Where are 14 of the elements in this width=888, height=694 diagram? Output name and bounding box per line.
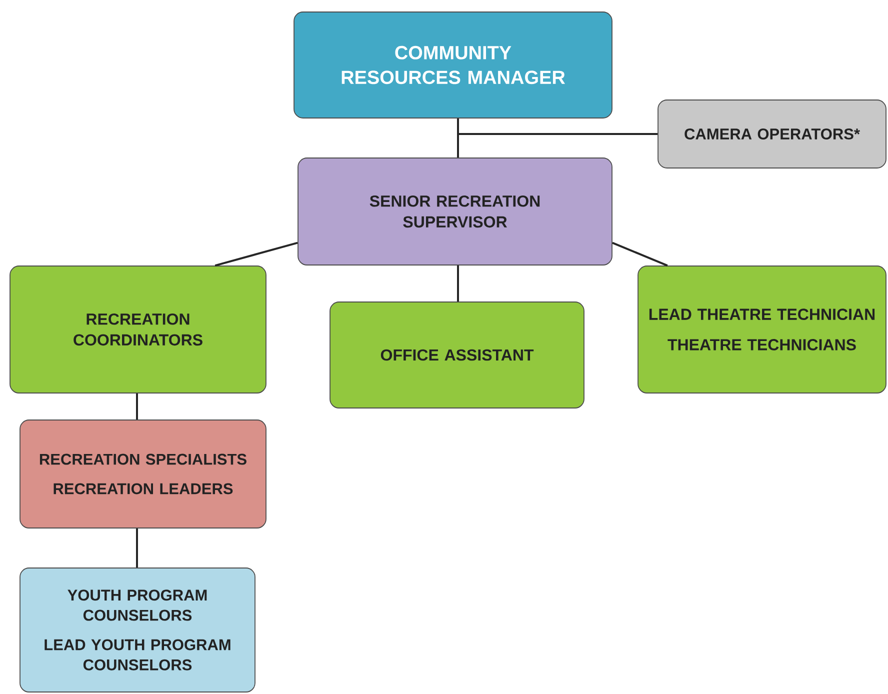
connector-line (214, 242, 298, 267)
org-box: LEAD THEATRE TECHNICIAN THEATRE TECHNICIANS (638, 266, 886, 394)
org-box: RECREATION COORDINATORS (10, 266, 266, 394)
org-box: CAMERA OPERATORS* (658, 100, 886, 168)
connector-line (612, 242, 668, 266)
org-box: SENIOR RECREATION SUPERVISOR (298, 158, 612, 266)
org-box: YOUTH PROGRAM COUNSELORS LEAD YOUTH PROGRAM COUNSELORS (20, 568, 256, 692)
connector-line (136, 528, 138, 568)
org-box: COMMUNITY RESOURCES MANAGER (294, 12, 612, 118)
org-box: RECREATION SPECIALISTS RECREATION LEADERS (20, 420, 266, 528)
connector-line (457, 265, 459, 302)
org-box: OFFICE ASSISTANT (330, 302, 584, 408)
connector-line (136, 393, 138, 420)
connector-line (457, 118, 658, 135)
